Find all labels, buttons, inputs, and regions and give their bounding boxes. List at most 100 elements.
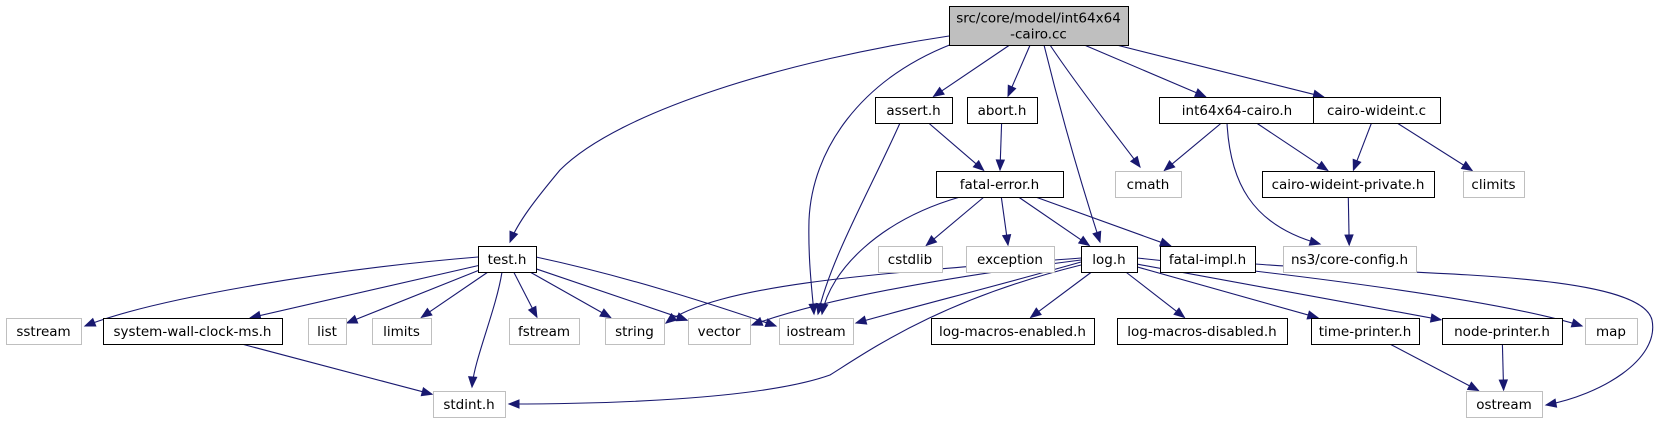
edge-test_h-to-list xyxy=(345,270,479,324)
node-limits: limits xyxy=(372,318,432,345)
node-box xyxy=(1463,171,1525,198)
edge-test_h-to-iostream xyxy=(535,256,778,328)
node-box xyxy=(308,318,347,345)
edge-system_wall_clock_ms_h-to-stdint_h xyxy=(241,343,434,397)
arrowhead-icon xyxy=(420,307,433,319)
node-root[interactable]: src/core/model/int64x64-cairo.cc xyxy=(949,6,1129,46)
arrowhead-icon xyxy=(1466,381,1480,392)
edge-time_printer_h-to-ostream xyxy=(1389,343,1480,392)
arrowhead-icon xyxy=(599,308,612,319)
edge-int64x64_cairo_h-to-cmath xyxy=(1163,122,1222,172)
edge-log_h-to-time_printer_h xyxy=(1136,266,1320,320)
node-box xyxy=(967,97,1038,124)
arrowhead-icon xyxy=(420,386,434,397)
arrowhead-icon xyxy=(972,159,985,172)
arrowhead-icon xyxy=(1001,234,1012,247)
node-label: string xyxy=(615,324,654,340)
node-test-h[interactable]: test.h xyxy=(478,246,537,273)
node-log-h[interactable]: log.h xyxy=(1081,246,1138,273)
node-time-printer-h[interactable]: time-printer.h xyxy=(1311,318,1420,345)
arrowhead-icon xyxy=(1092,230,1102,244)
node-label: fatal-error.h xyxy=(960,177,1040,193)
arrowhead-icon xyxy=(1163,160,1176,172)
arrowhead-icon xyxy=(1429,313,1443,323)
arrowhead-icon xyxy=(750,316,764,326)
node-box xyxy=(1115,171,1182,198)
edge-root-to-assert_h xyxy=(932,44,1011,98)
node-int64x64-cairo-h[interactable]: int64x64-cairo.h xyxy=(1159,97,1316,124)
node-label: node-printer.h xyxy=(1454,324,1550,340)
edge-root-to-test_h xyxy=(509,35,950,244)
arrowhead-icon xyxy=(1129,155,1141,169)
node-label: fatal-impl.h xyxy=(1169,252,1246,268)
arrowhead-icon xyxy=(675,312,689,322)
node-box xyxy=(688,318,751,345)
arrowhead-icon xyxy=(932,86,945,98)
arrowhead-icon xyxy=(1498,379,1509,392)
arrowhead-icon xyxy=(854,315,868,325)
node-box xyxy=(478,246,537,273)
node-label: iostream xyxy=(786,324,845,340)
arrowhead-icon xyxy=(345,314,359,324)
edge-fatal_error_h-to-fatal_impl_h xyxy=(1035,196,1172,247)
edge-root-to-abort_h xyxy=(1007,44,1031,98)
edge-cairo_wideint_private_h-to-core_config_h xyxy=(1344,196,1354,247)
node-box xyxy=(779,318,854,345)
arrowhead-icon xyxy=(1007,84,1017,98)
node-fatal-impl-h[interactable]: fatal-impl.h xyxy=(1160,246,1256,273)
node-log-macros-disabled-h[interactable]: log-macros-disabled.h xyxy=(1117,318,1288,345)
node-box xyxy=(1159,97,1316,124)
edge-root-to-log_h xyxy=(1043,44,1102,244)
node-label: limits xyxy=(383,324,420,340)
node-label: test.h xyxy=(488,252,527,268)
node-label: assert.h xyxy=(886,103,940,119)
node-box xyxy=(875,97,953,124)
arrowhead-icon xyxy=(1194,88,1207,98)
edge-node_printer_h-to-ostream xyxy=(1498,343,1509,392)
node-ostream: ostream xyxy=(1466,391,1543,418)
node-box xyxy=(878,246,943,273)
edge-log_h-to-node_printer_h xyxy=(1136,263,1443,323)
edge-cairo_wideint_c-to-cairo_wideint_private_h xyxy=(1352,122,1373,172)
node-map: map xyxy=(1585,318,1638,345)
node-label: cmath xyxy=(1127,177,1170,193)
node-label: ostream xyxy=(1476,397,1532,413)
edge-test_h-to-system_wall_clock_ms_h xyxy=(248,265,479,321)
arrowhead-icon xyxy=(925,235,938,247)
edge-log_h-to-log_macros_disabled_h xyxy=(1125,271,1186,319)
edge-log_h-to-log_macros_enabled_h xyxy=(1029,271,1092,319)
node-system-wall-clock-ms-h[interactable]: system-wall-clock-ms.h xyxy=(103,318,283,345)
node-label: list xyxy=(317,324,337,340)
node-label: stdint.h xyxy=(443,397,494,413)
arrowhead-icon xyxy=(1544,398,1558,408)
node-box xyxy=(936,171,1064,198)
node-box xyxy=(103,318,283,345)
edge-int64x64_cairo_h-to-cairo_wideint_private_h xyxy=(1256,122,1329,172)
node-label: log-macros-disabled.h xyxy=(1127,324,1276,340)
node-stdint-h: stdint.h xyxy=(433,391,506,418)
node-label: ns3/core-config.h xyxy=(1291,252,1408,268)
node-iostream: iostream xyxy=(779,318,854,345)
node-box xyxy=(1283,246,1417,273)
edge-fatal_error_h-to-cstdlib xyxy=(925,196,985,247)
node-box xyxy=(1081,246,1138,273)
node-label: int64x64-cairo.h xyxy=(1182,103,1292,119)
node-cairo-wideint-c[interactable]: cairo-wideint.c xyxy=(1313,97,1441,124)
node-assert-h[interactable]: assert.h xyxy=(875,97,953,124)
arrowhead-icon xyxy=(1306,310,1320,320)
arrowhead-icon xyxy=(1158,237,1172,247)
node-node-printer-h[interactable]: node-printer.h xyxy=(1442,318,1563,345)
node-box xyxy=(1313,97,1441,124)
node-vector: vector xyxy=(688,318,751,345)
edge-test_h-to-fstream xyxy=(513,271,538,319)
node-log-macros-enabled-h[interactable]: log-macros-enabled.h xyxy=(931,318,1095,345)
node-fatal-error-h[interactable]: fatal-error.h xyxy=(936,171,1064,198)
node-cairo-wideint-private-h[interactable]: cairo-wideint-private.h xyxy=(1262,171,1435,198)
arrowhead-icon xyxy=(507,399,520,409)
edge-log_h-to-stdint_h xyxy=(507,264,1082,409)
edge-test_h-to-stdint_h xyxy=(467,271,503,389)
arrowhead-icon xyxy=(1344,234,1354,247)
edge-test_h-to-sstream xyxy=(83,256,479,327)
node-abort-h[interactable]: abort.h xyxy=(967,97,1038,124)
node-exception: exception xyxy=(966,246,1055,273)
